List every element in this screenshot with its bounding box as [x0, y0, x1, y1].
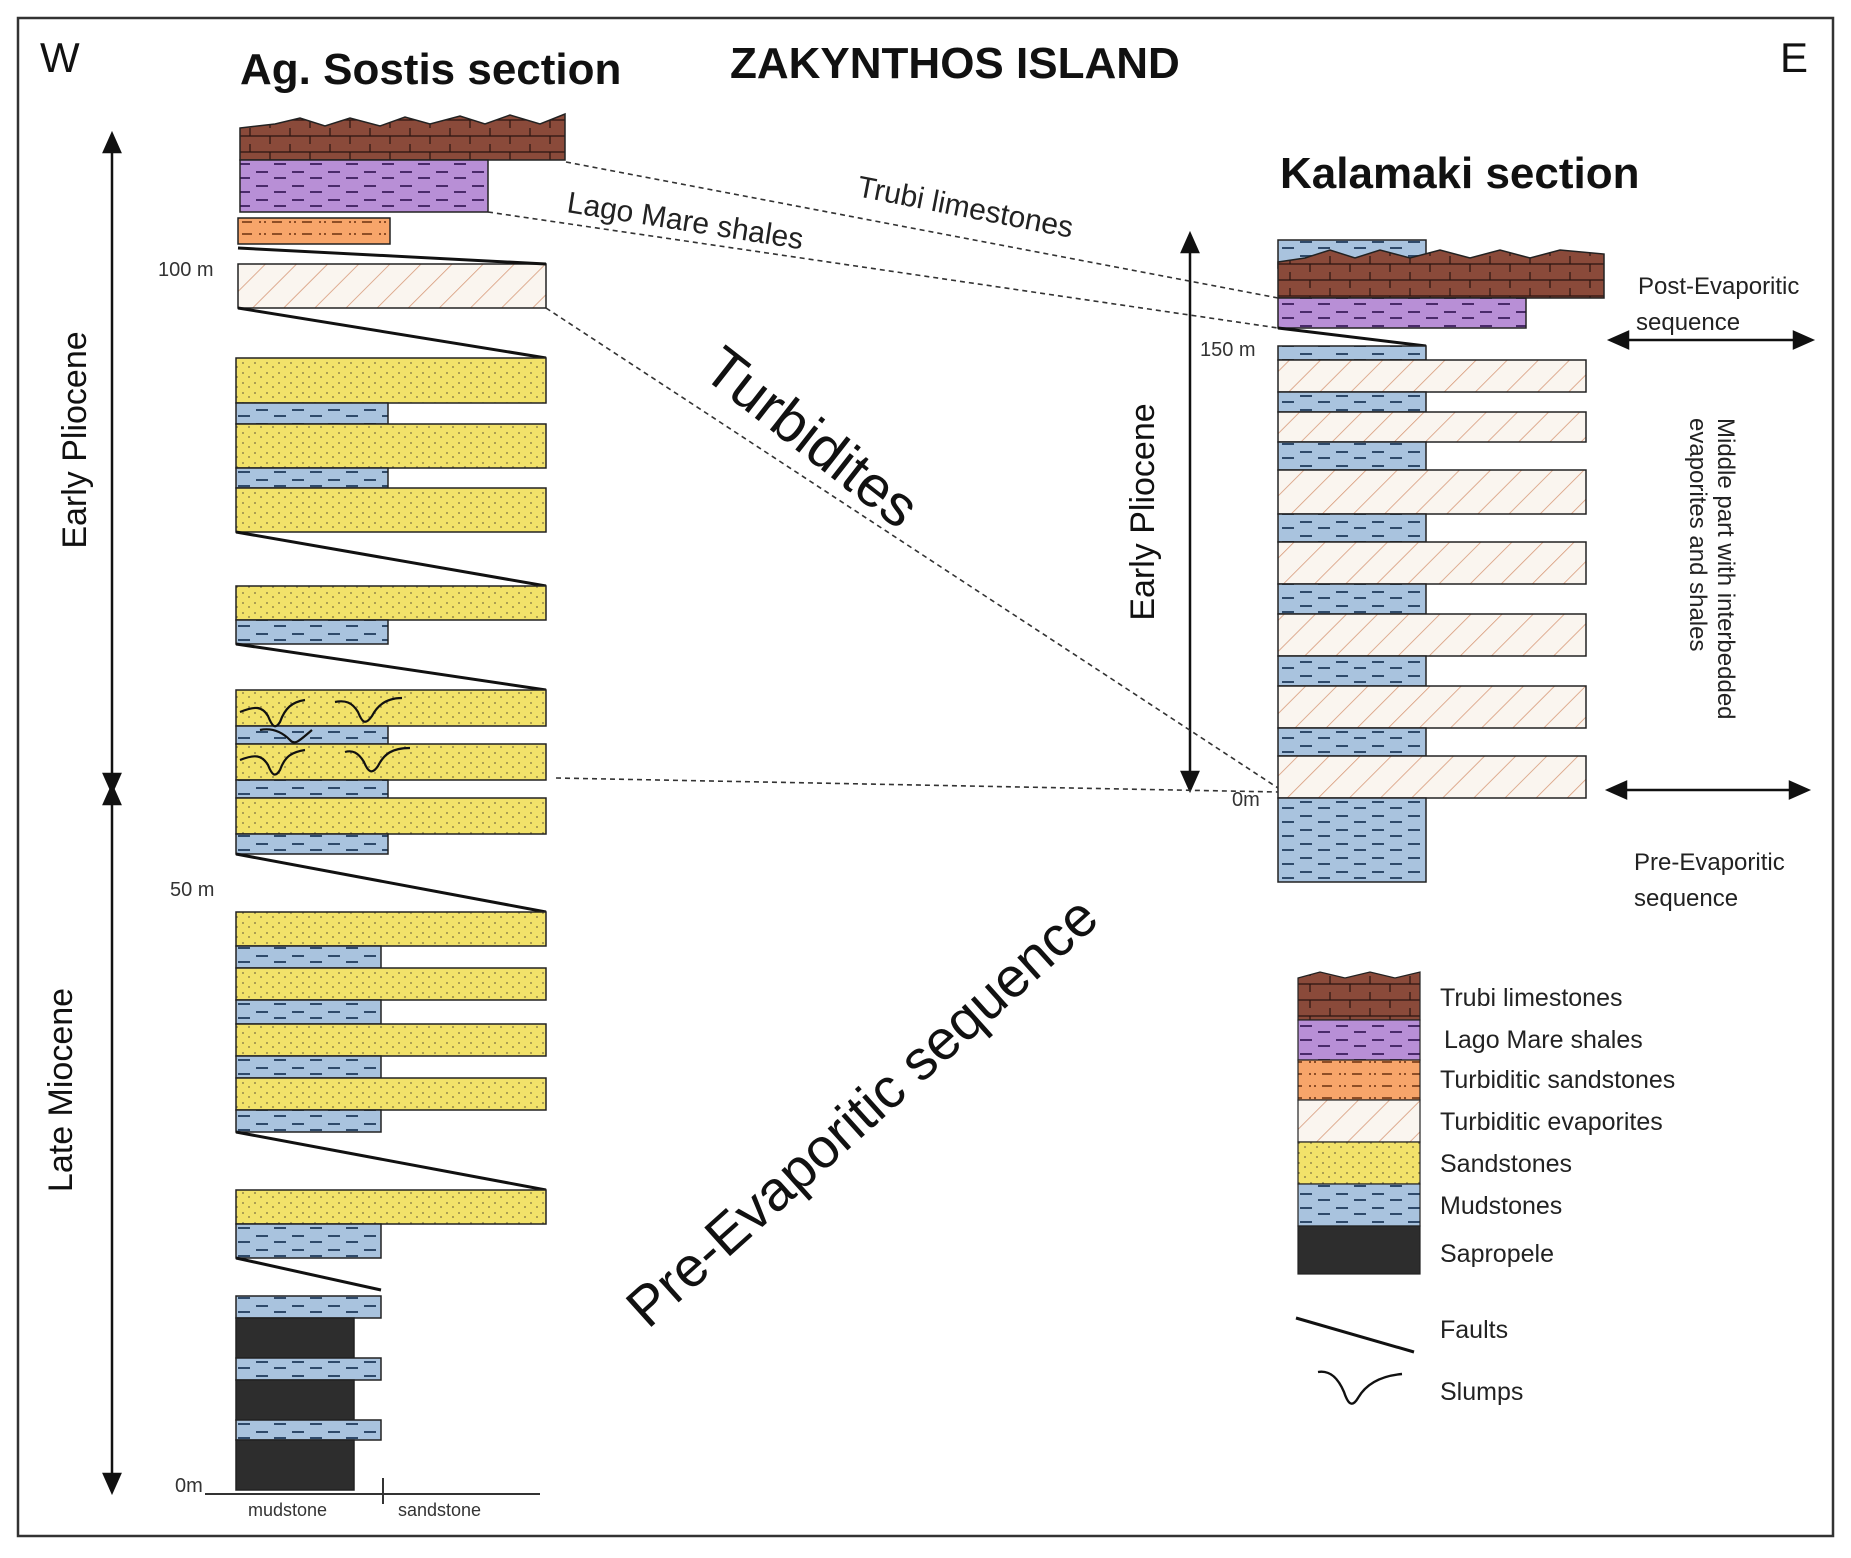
pre-evaporitic-line2: sequence: [1634, 885, 1738, 912]
legend-label-slumps: Slumps: [1440, 1378, 1523, 1406]
west-label: W: [40, 34, 80, 81]
legend-label-turbiditic-sandstones: Turbiditic sandstones: [1440, 1066, 1675, 1094]
legend-label-lago: Lago Mare shales: [1444, 1026, 1643, 1054]
trubi-layer: [239, 112, 566, 161]
ag-sostis-late-miocene-label: Late Miocene: [42, 988, 80, 1192]
kalamaki-column: [1277, 239, 1605, 883]
east-label: E: [1780, 34, 1808, 81]
kalamaki-scale-150: 150 m: [1200, 339, 1256, 361]
legend-swatch-turbiditic-evaporite: [1297, 1099, 1421, 1143]
legend-slump-symbol: [1317, 1370, 1403, 1405]
axis-sandstone-label: sandstone: [398, 1500, 481, 1520]
ag-sostis-epoch-arrows: [102, 130, 122, 1496]
correlation-lines: [487, 161, 1279, 793]
legend-swatch-turbiditic-sandstone: [1297, 1059, 1421, 1101]
legend-swatch-sandstone: [1297, 1141, 1421, 1185]
kalamaki-scale-0: 0m: [1232, 789, 1260, 811]
ag-sostis-scale-0: 0m: [175, 1475, 203, 1497]
pre-evaporitic-sequence-label: Pre-Evaporitic sequence: [614, 884, 1110, 1339]
figure-frame: [16, 16, 1835, 1538]
kalamaki-early-pliocene-label: Early Pliocene: [1124, 403, 1162, 620]
legend: Trubi limestones Lago Mare shales Turbid…: [1295, 971, 1675, 1406]
sequence-arrows: [1604, 330, 1816, 800]
legend-swatch-trubi: [1297, 971, 1421, 1021]
ag-sostis-early-pliocene-label: Early Pliocene: [56, 331, 94, 548]
turbidites-label: Turbidites: [692, 334, 931, 541]
ag-sostis-column: [205, 112, 566, 1504]
axis-mudstone-label: mudstone: [248, 1500, 327, 1520]
middle-part-line2: evaporites and shales: [1684, 418, 1711, 651]
ag-sostis-scale-50: 50 m: [170, 879, 214, 901]
post-evaporitic-line2: sequence: [1636, 309, 1740, 336]
kalamaki-lago-layer: [1277, 297, 1527, 329]
legend-label-faults: Faults: [1440, 1316, 1508, 1344]
ag-sostis-scale-100: 100 m: [158, 259, 214, 281]
turbiditic-evaporite-layer: [237, 263, 547, 309]
legend-fault-symbol: [1295, 1316, 1415, 1354]
lago-mare-layer: [239, 159, 489, 213]
legend-swatch-sapropele: [1297, 1225, 1421, 1275]
figure-title: ZAKYNTHOS ISLAND: [730, 39, 1180, 88]
lago-mare-correlation-label: Lago Mare shales: [565, 186, 806, 256]
legend-label-turbiditic-evaporites: Turbiditic evaporites: [1440, 1108, 1663, 1136]
pre-evaporitic-line1: Pre-Evaporitic: [1634, 849, 1785, 876]
slump-symbols: [239, 696, 411, 776]
kalamaki-epoch-arrow: [1180, 230, 1200, 794]
legend-label-trubi: Trubi limestones: [1440, 984, 1622, 1012]
legend-label-sandstones: Sandstones: [1440, 1150, 1572, 1178]
post-evaporitic-line1: Post-Evaporitic: [1638, 273, 1799, 300]
trubi-correlation-label: Trubi limestones: [855, 170, 1076, 244]
middle-part-line1: Middle part with interbedded: [1712, 418, 1739, 720]
legend-swatch-lago: [1297, 1019, 1421, 1061]
legend-label-sapropele: Sapropele: [1440, 1240, 1554, 1268]
legend-label-mudstones: Mudstones: [1440, 1192, 1562, 1220]
turbiditic-sandstone-layer: [237, 217, 391, 245]
ag-sostis-title: Ag. Sostis section: [240, 45, 621, 94]
kalamaki-trubi-layer: [1277, 249, 1605, 299]
kalamaki-title: Kalamaki section: [1280, 149, 1640, 198]
legend-swatch-mudstone: [1297, 1183, 1421, 1227]
